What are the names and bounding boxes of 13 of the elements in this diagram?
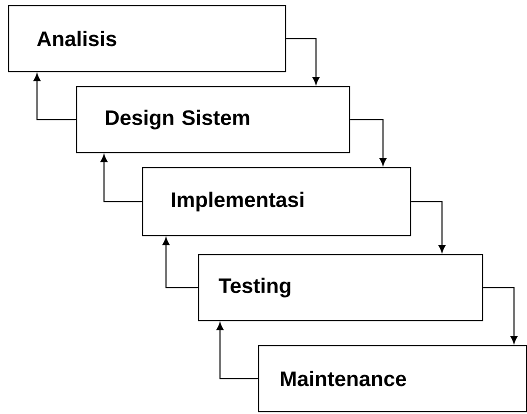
arrow: [162, 237, 198, 288]
arrow: [100, 154, 142, 202]
process-box: Design Sistem: [76, 86, 350, 154]
process-box: Analisis: [8, 5, 286, 72]
arrow: [411, 201, 446, 253]
arrow: [286, 38, 320, 85]
process-box: Implementasi: [142, 167, 412, 236]
arrow: [483, 287, 518, 344]
arrow: [216, 322, 258, 380]
arrow: [350, 119, 386, 166]
process-box: Testing: [198, 254, 484, 322]
arrow: [34, 73, 76, 120]
process-box: Maintenance: [258, 345, 527, 412]
